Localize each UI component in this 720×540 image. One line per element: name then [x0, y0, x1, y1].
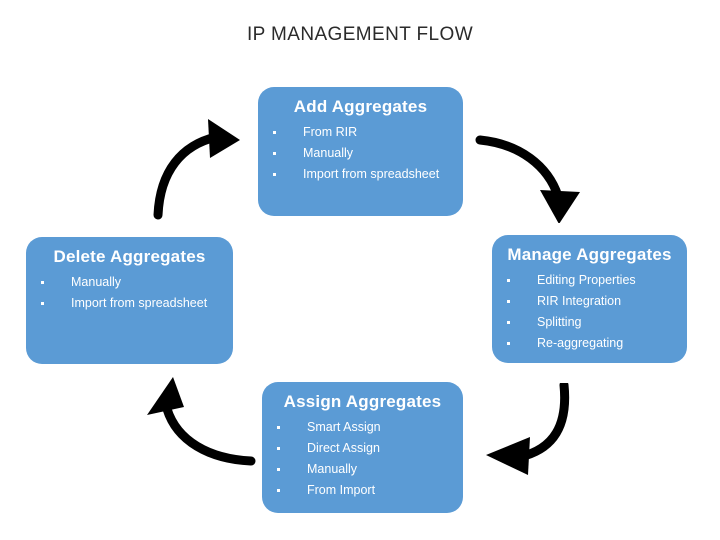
- bullet-icon: [273, 152, 276, 155]
- page-title: IP MANAGEMENT FLOW: [246, 24, 474, 45]
- bullet-icon: [507, 321, 510, 324]
- bullet-icon: [41, 302, 44, 305]
- arrow-delete-to-add-icon: [153, 119, 240, 220]
- node-manage-list: Editing Properties RIR Integration Split…: [492, 270, 687, 354]
- list-item-label: Manually: [307, 462, 358, 476]
- list-item-label: RIR Integration: [537, 294, 622, 308]
- node-assign-list: Smart Assign Direct Assign Manually From…: [262, 417, 463, 501]
- node-assign-aggregates[interactable]: Assign Aggregates Smart Assign Direct As…: [262, 382, 463, 513]
- list-item-label: Import from spreadsheet: [71, 296, 208, 310]
- bullet-icon: [277, 468, 280, 471]
- bullet-icon: [273, 173, 276, 176]
- list-item: RIR Integration: [502, 291, 687, 312]
- bullet-icon: [507, 300, 510, 303]
- node-manage-title: Manage Aggregates: [507, 245, 672, 264]
- list-item-label: Smart Assign: [307, 420, 381, 434]
- list-item-label: Editing Properties: [537, 273, 636, 287]
- list-item: Manually: [272, 459, 463, 480]
- bullet-icon: [273, 131, 276, 134]
- bullet-icon: [507, 279, 510, 282]
- list-item-label: Import from spreadsheet: [303, 167, 440, 181]
- list-item: Manually: [268, 143, 463, 164]
- list-item: From Import: [272, 480, 463, 501]
- node-add-aggregates[interactable]: Add Aggregates From RIR Manually Import …: [258, 87, 463, 216]
- node-manage-aggregates[interactable]: Manage Aggregates Editing Properties RIR…: [492, 235, 687, 363]
- bullet-icon: [277, 489, 280, 492]
- arrow-assign-to-delete-icon: [147, 377, 256, 466]
- list-item-label: Manually: [71, 275, 122, 289]
- bullet-icon: [41, 281, 44, 284]
- list-item-label: From RIR: [303, 125, 358, 139]
- node-delete-aggregates[interactable]: Delete Aggregates Manually Import from s…: [26, 237, 233, 364]
- list-item-label: Manually: [303, 146, 354, 160]
- list-item-label: Re-aggregating: [537, 336, 624, 350]
- node-delete-title: Delete Aggregates: [53, 247, 206, 266]
- node-assign-title: Assign Aggregates: [283, 392, 442, 411]
- list-item: Re-aggregating: [502, 333, 687, 354]
- list-item: Editing Properties: [502, 270, 687, 291]
- bullet-icon: [277, 447, 280, 450]
- list-item: From RIR: [268, 122, 463, 143]
- node-delete-list: Manually Import from spreadsheet: [26, 272, 233, 314]
- list-item: Import from spreadsheet: [268, 164, 463, 185]
- list-item: Splitting: [502, 312, 687, 333]
- list-item-label: Direct Assign: [307, 441, 380, 455]
- list-item-label: Splitting: [537, 315, 582, 329]
- list-item: Smart Assign: [272, 417, 463, 438]
- list-item: Import from spreadsheet: [36, 293, 233, 314]
- node-add-title: Add Aggregates: [293, 97, 428, 116]
- bullet-icon: [277, 426, 280, 429]
- arrow-add-to-manage-icon: [475, 135, 580, 223]
- list-item: Direct Assign: [272, 438, 463, 459]
- arrow-manage-to-assign-icon: [486, 383, 570, 475]
- node-add-list: From RIR Manually Import from spreadshee…: [258, 122, 463, 185]
- bullet-icon: [507, 342, 510, 345]
- list-item: Manually: [36, 272, 233, 293]
- list-item-label: From Import: [307, 483, 376, 497]
